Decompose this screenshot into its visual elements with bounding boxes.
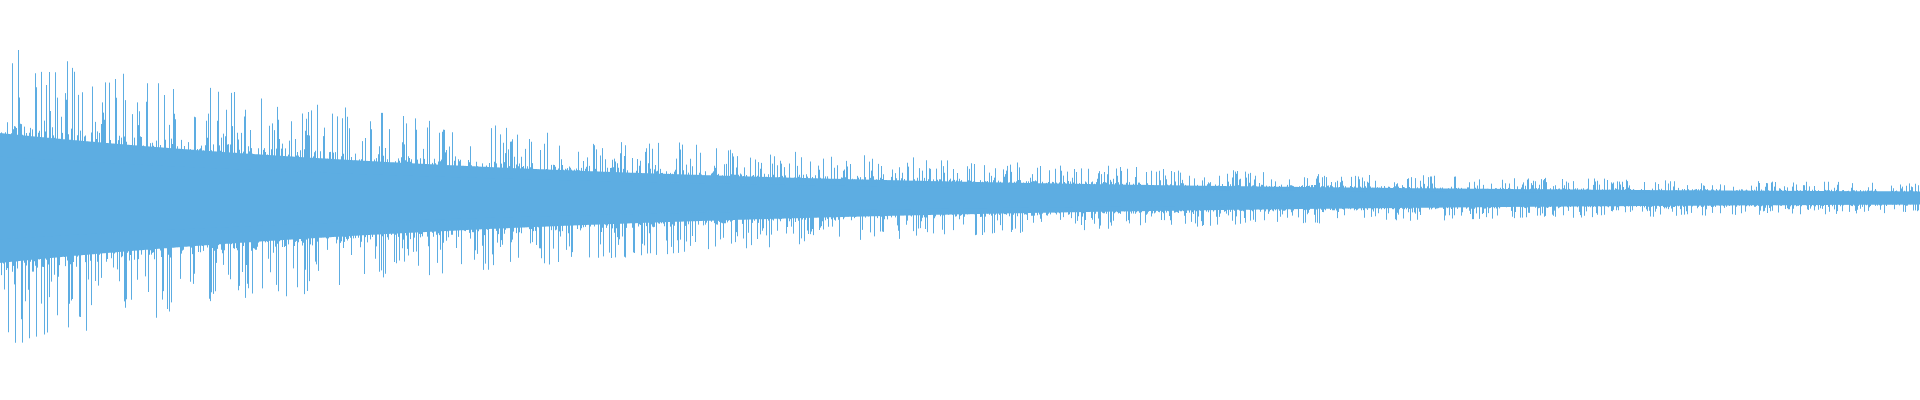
waveform-core-band: [0, 156, 1919, 240]
